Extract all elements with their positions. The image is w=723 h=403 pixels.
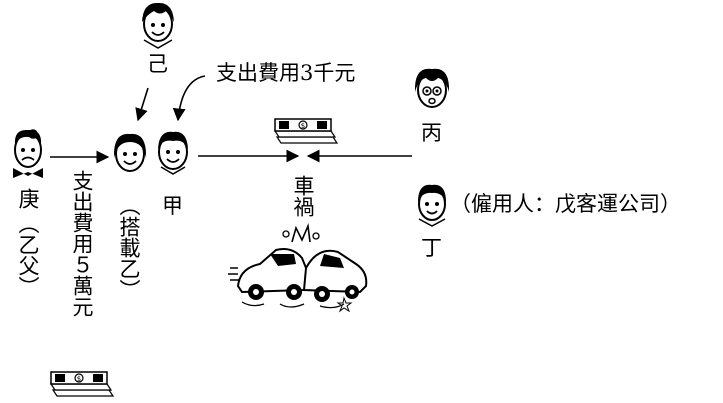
arrow-ji-to-jia: [172, 75, 206, 122]
label-geng-cost: 支出費用５萬元: [70, 170, 94, 317]
label-accident: 車禍: [291, 175, 315, 217]
svg-text:$: $: [301, 122, 305, 130]
person-bing-icon: [414, 68, 450, 108]
label-ji-cost: 支出費用3千元: [216, 61, 356, 85]
person-jia-icon: [158, 131, 188, 175]
label-ding: 丁: [421, 236, 442, 260]
person-geng-icon: [13, 129, 43, 178]
label-geng: 庚: [16, 188, 40, 209]
label-jia: 甲: [162, 194, 183, 218]
label-jia-carry: （搭載乙）: [117, 195, 141, 300]
arrow-ji-to-passenger: [135, 87, 149, 122]
label-ji: 己: [147, 52, 168, 76]
label-bing: 丙: [421, 121, 442, 145]
svg-text:$: $: [77, 375, 81, 383]
person-yi-icon: [113, 133, 147, 172]
money-stack-icon: $: [273, 118, 339, 144]
person-ji-icon: [142, 2, 174, 49]
label-geng-relation: （乙父）: [16, 213, 40, 297]
label-ding-employer: （僱用人：戊客運公司）: [450, 192, 681, 216]
money-stack-icon: $: [49, 371, 115, 397]
person-ding-icon: [418, 184, 446, 227]
car-crash-icon: [228, 222, 368, 313]
